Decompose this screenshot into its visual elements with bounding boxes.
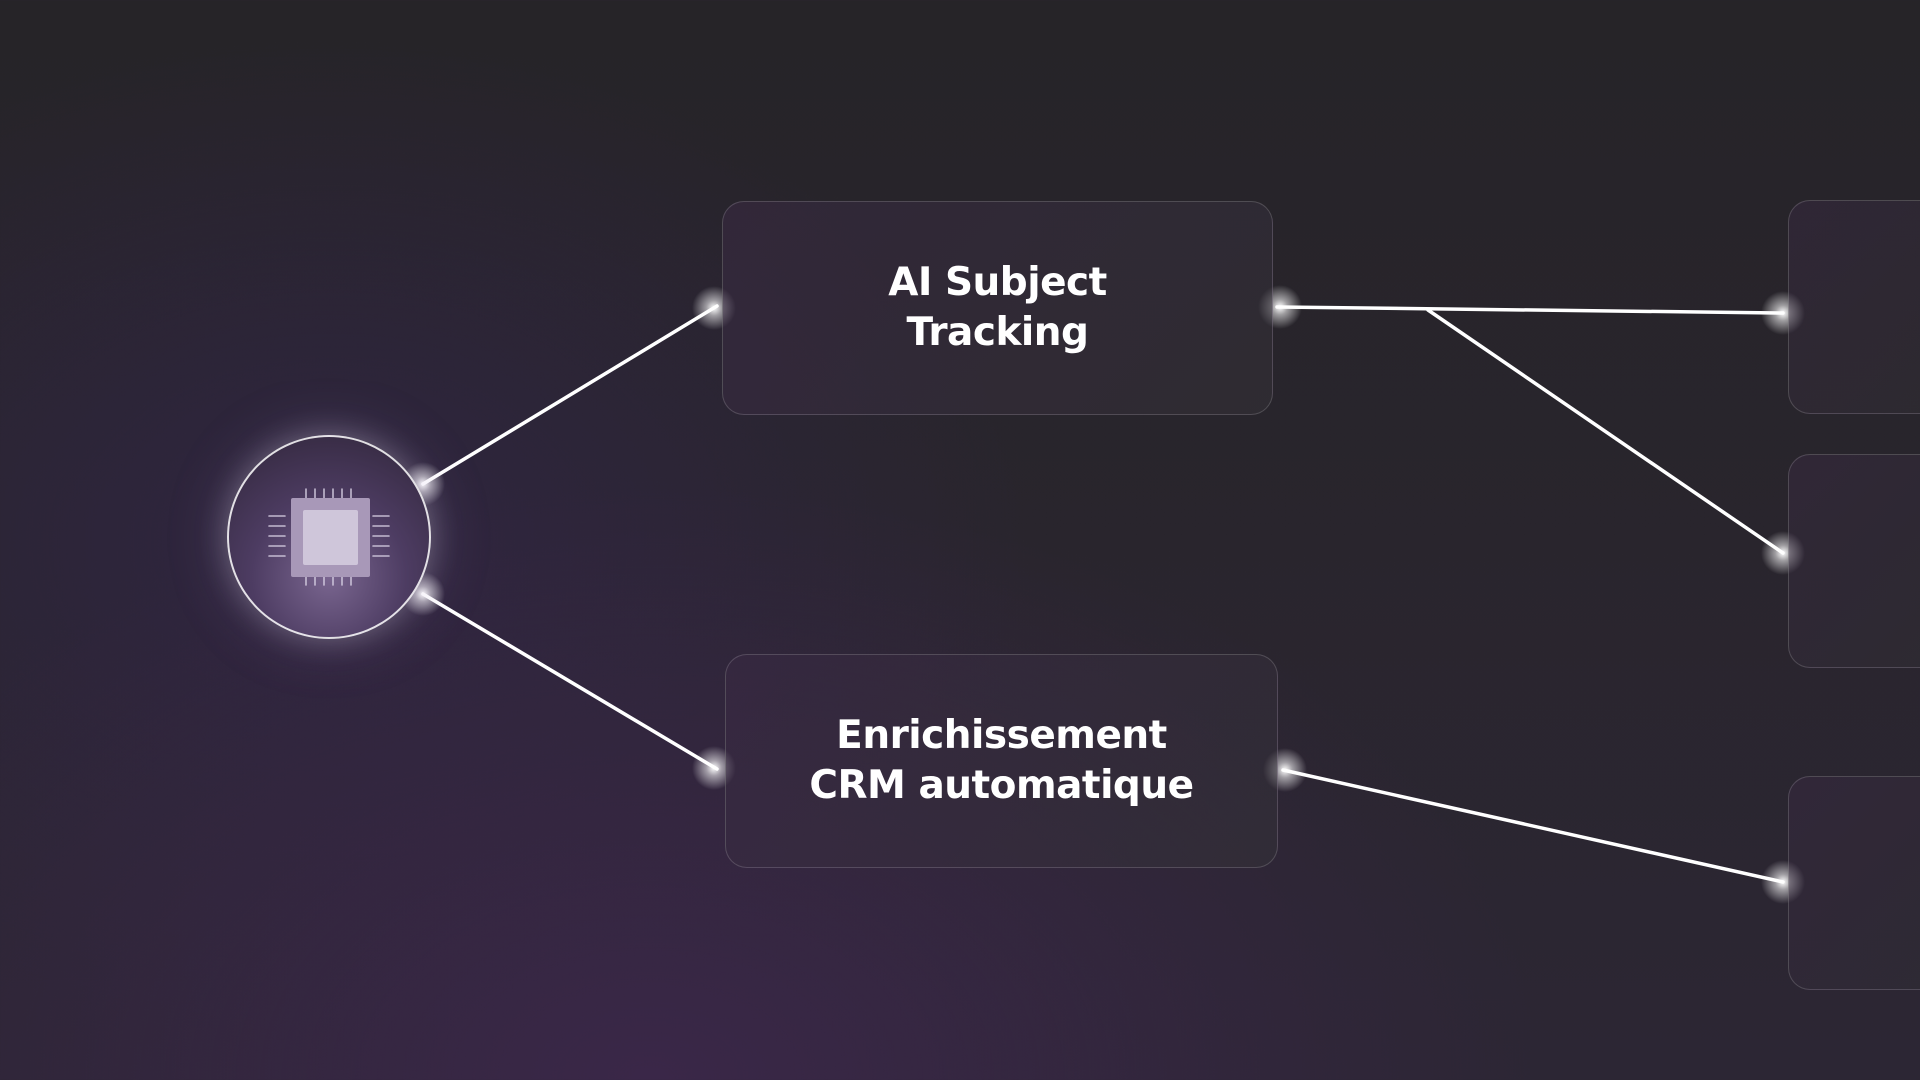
node-offscreen-1[interactable] [1788, 200, 1920, 414]
node-label: Enrichissement CRM automatique [809, 713, 1194, 808]
edge-hub-to-tracking [421, 304, 719, 486]
node-offscreen-2[interactable] [1788, 454, 1920, 668]
edge-tracking-to-side-1 [1275, 305, 1785, 315]
edge-hub-to-crm [421, 592, 719, 771]
edge-tracking-to-side-2 [1426, 308, 1785, 555]
node-crm-enrichment[interactable]: Enrichissement CRM automatique [725, 654, 1278, 868]
cpu-chip-icon [268, 488, 390, 586]
edge-crm-to-side-3 [1281, 768, 1785, 884]
node-ai-subject-tracking[interactable]: AI Subject Tracking [722, 201, 1273, 415]
node-offscreen-3[interactable] [1788, 776, 1920, 990]
ai-hub-node [227, 435, 431, 639]
node-label: AI Subject Tracking [888, 260, 1107, 355]
